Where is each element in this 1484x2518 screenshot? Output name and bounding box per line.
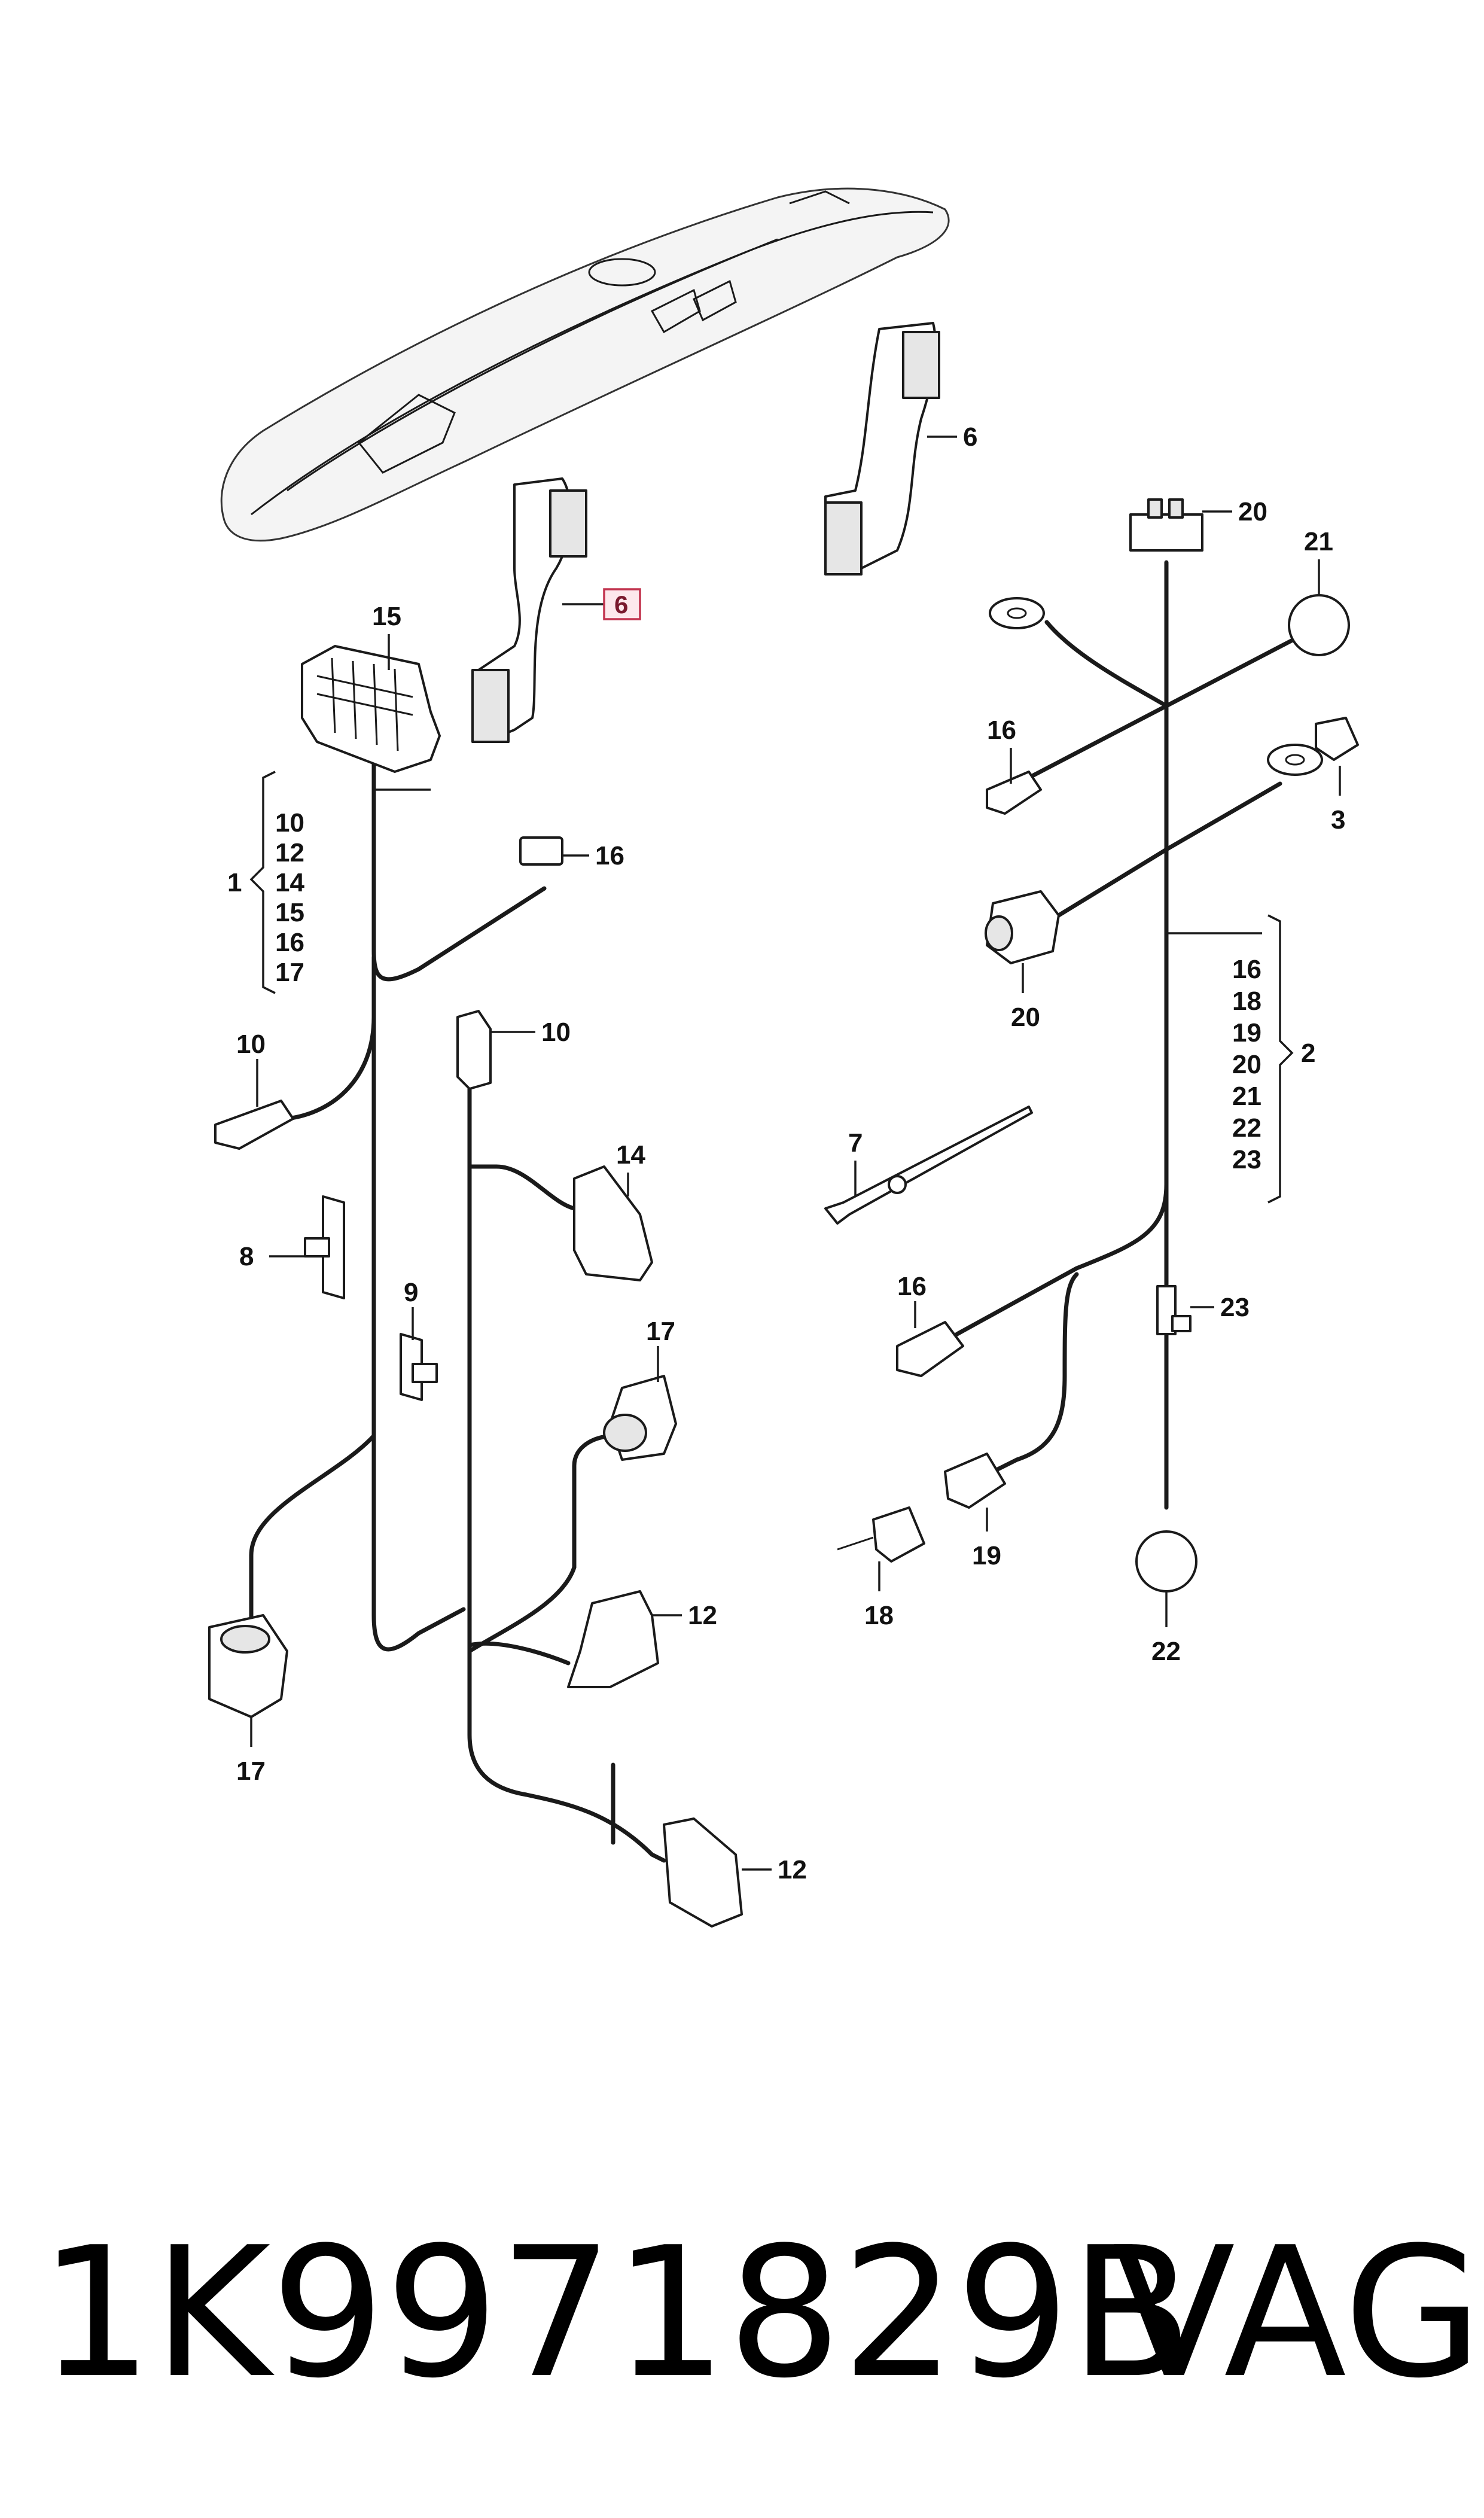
group-1-item: 16 [275, 928, 304, 957]
callout-labels: 15 6 6 20 21 16 3 20 16 10 10 14 8 9 17 … [236, 422, 1345, 1884]
part-ring-terminal-right [1267, 744, 1323, 776]
callout-16-upper-right: 16 [987, 715, 1016, 745]
group-2-item: 18 [1232, 987, 1261, 1016]
callout-6-highlighted: 6 [614, 590, 628, 619]
group-2-item: 22 [1232, 1113, 1261, 1143]
group-1-list: 1 10 12 14 15 16 17 [227, 808, 304, 987]
group-1-number: 1 [227, 868, 242, 897]
callout-6: 6 [963, 422, 977, 452]
callout-12-b: 12 [778, 1855, 807, 1884]
callout-20-top: 20 [1238, 497, 1267, 526]
part-number: 1K9971829B [39, 2209, 1193, 2417]
part-14-connector [573, 1165, 653, 1281]
leader-lines [250, 436, 1341, 1871]
callout-21: 21 [1304, 527, 1333, 556]
group-1-item: 12 [275, 838, 304, 867]
callout-19: 19 [972, 1541, 1001, 1570]
callout-15: 15 [372, 602, 401, 631]
part-21-grommet [1288, 594, 1350, 656]
callout-20-bottom: 20 [1011, 1003, 1040, 1032]
group-2-list: 2 16 18 19 20 21 22 23 [1232, 955, 1315, 1174]
callout-16-left: 16 [595, 841, 624, 870]
group-1-brace [249, 771, 276, 994]
part-8-clip [304, 1195, 345, 1299]
callout-17-a: 17 [646, 1317, 675, 1346]
harness-2-wires [955, 560, 1306, 1510]
part-15-connector-housing [301, 645, 441, 773]
group-2-item: 19 [1232, 1018, 1261, 1048]
group-2-item: 20 [1232, 1050, 1261, 1079]
part-6-wiring-strip-right [824, 322, 940, 576]
group-2-number: 2 [1301, 1039, 1315, 1068]
callout-10-a: 10 [236, 1030, 266, 1059]
group-2-brace [1267, 914, 1294, 1204]
callout-22: 22 [1151, 1637, 1181, 1666]
part-19-connector [944, 1453, 1006, 1509]
part-18-sensor [837, 1506, 925, 1563]
tailgate-panel [220, 187, 950, 542]
callout-17-b: 17 [236, 1756, 266, 1786]
part-10-connector-a [214, 1100, 294, 1150]
part-16-connector-left [519, 836, 563, 866]
part-ring-terminal-left [989, 597, 1045, 629]
callout-18: 18 [864, 1601, 894, 1630]
callout-16-lower-right: 16 [897, 1272, 927, 1301]
group-1-item: 15 [275, 898, 304, 927]
part-16-connector-lower-right [896, 1321, 964, 1377]
part-7-cable-tie [824, 1106, 1033, 1225]
callout-23: 23 [1220, 1293, 1250, 1322]
callout-9: 9 [404, 1278, 418, 1307]
group-2-item: 23 [1232, 1145, 1261, 1174]
part-17-sensor-b [208, 1614, 288, 1718]
part-6-wiring-strip-left [471, 477, 587, 743]
part-17-sensor-a [603, 1375, 677, 1461]
part-12-connector-a [567, 1590, 659, 1688]
callout-7: 7 [848, 1128, 863, 1158]
group-1-item: 14 [275, 868, 304, 897]
callout-14: 14 [616, 1140, 645, 1170]
part-20-connector-top [1129, 498, 1203, 552]
part-3-clip-nut [1315, 717, 1359, 761]
callout-3: 3 [1331, 805, 1345, 835]
footer: 1K9971829B VAG [39, 2209, 1482, 2417]
part-22-grommet [1135, 1530, 1197, 1593]
group-2-item: 16 [1232, 955, 1261, 984]
part-20-connector-bottom [985, 890, 1060, 964]
part-16-connector-upper-right [986, 771, 1042, 815]
highlight-box-6 [603, 588, 641, 620]
group-1-item: 10 [275, 808, 304, 838]
part-12-connector-b [663, 1817, 743, 1928]
brand-name: VAG [1113, 2209, 1482, 2417]
part-10-connector-b [456, 1010, 492, 1090]
group-1-item: 17 [275, 958, 304, 987]
part-23-clip [1156, 1285, 1192, 1335]
callout-12-a: 12 [688, 1601, 717, 1630]
harness-1-wires [249, 754, 666, 1863]
callout-8: 8 [239, 1242, 254, 1271]
callout-10-b: 10 [541, 1018, 571, 1047]
group-2-item: 21 [1232, 1082, 1261, 1111]
part-9-clip [400, 1333, 438, 1401]
